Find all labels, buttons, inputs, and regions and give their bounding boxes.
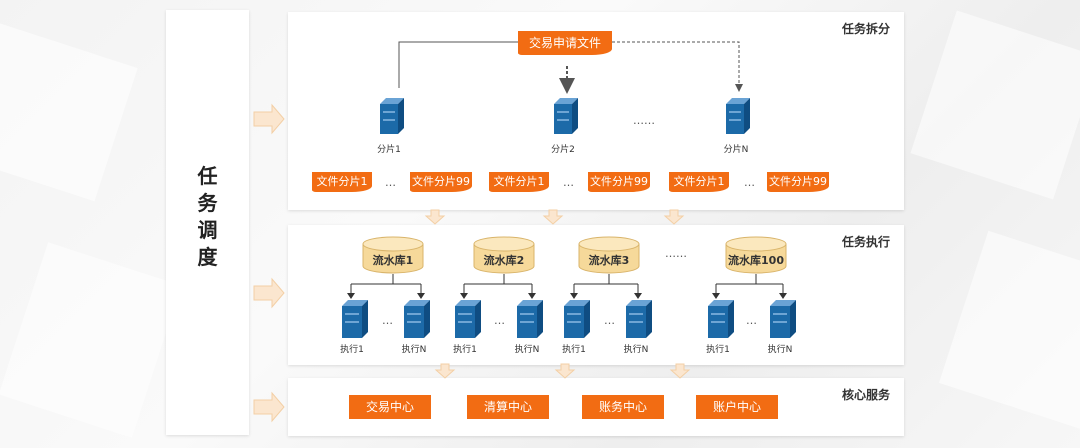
server-icon — [726, 98, 750, 134]
sidebar-char: 调 — [197, 218, 218, 242]
service-clearing-center: 清算中心 — [467, 395, 549, 419]
file-piece-first: 文件分片1 — [312, 172, 372, 192]
db-label: 流水库2 — [483, 254, 525, 267]
server-icon — [517, 300, 543, 338]
server-icon — [770, 300, 796, 338]
db-label: 流水库1 — [372, 254, 414, 267]
split-title: 任务拆分 — [842, 22, 891, 36]
file-piece-last: 文件分片99 — [588, 172, 650, 192]
core-title: 核心服务 — [842, 388, 891, 402]
server-icon — [554, 98, 578, 134]
execute-title: 任务执行 — [842, 235, 891, 249]
server-icon — [564, 300, 590, 338]
exec-label: 执行N — [767, 345, 793, 355]
file-piece-last: 文件分片99 — [410, 172, 472, 192]
scheduler-sidebar: 任 务 调 度 — [166, 10, 249, 435]
source-file-badge: 交易申请文件 — [518, 31, 612, 55]
shard-label: 分片N — [723, 145, 749, 155]
exec-ellipsis: … — [494, 314, 505, 327]
service-accounting-center: 账务中心 — [582, 395, 664, 419]
sidebar-char: 务 — [197, 191, 218, 215]
server-icon — [380, 98, 404, 134]
exec-ellipsis: … — [746, 314, 757, 327]
exec-label: 执行1 — [706, 345, 730, 355]
server-icon — [626, 300, 652, 338]
exec-ellipsis: … — [382, 314, 393, 327]
service-account-center: 账户中心 — [696, 395, 778, 419]
server-icon — [342, 300, 368, 338]
file-piece-first: 文件分片1 — [669, 172, 729, 192]
flow-arrow-right — [253, 277, 285, 309]
exec-ellipsis: … — [604, 314, 615, 327]
piece-ellipsis: … — [563, 176, 574, 189]
exec-label: 执行N — [623, 345, 649, 355]
shard-label: 分片2 — [551, 145, 575, 155]
server-icon — [708, 300, 734, 338]
exec-label: 执行1 — [453, 345, 477, 355]
sidebar-char: 任 — [197, 164, 218, 188]
db-ellipsis: …… — [665, 247, 687, 260]
piece-ellipsis: … — [385, 176, 396, 189]
file-piece-first: 文件分片1 — [489, 172, 549, 192]
flow-arrow-right — [253, 103, 285, 135]
exec-label: 执行N — [514, 345, 540, 355]
piece-ellipsis: … — [744, 176, 755, 189]
sidebar-char: 度 — [197, 245, 218, 269]
shard-ellipsis: …… — [633, 114, 655, 127]
exec-label: 执行1 — [340, 345, 364, 355]
db-label: 流水库3 — [588, 254, 630, 267]
file-piece-last: 文件分片99 — [767, 172, 829, 192]
exec-label: 执行N — [401, 345, 427, 355]
flow-arrow-right — [253, 391, 285, 423]
server-icon — [404, 300, 430, 338]
shard-label: 分片1 — [377, 145, 401, 155]
server-icon — [455, 300, 481, 338]
db-label: 流水库100 — [728, 254, 784, 267]
service-trade-center: 交易中心 — [349, 395, 431, 419]
exec-label: 执行1 — [562, 345, 586, 355]
